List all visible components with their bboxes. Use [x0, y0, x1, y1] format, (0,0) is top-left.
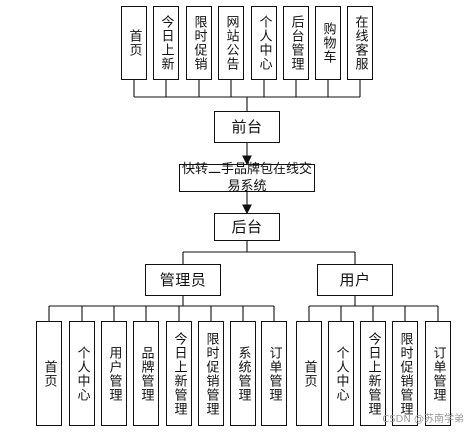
user-item-personal-center: 个人中心	[328, 321, 354, 426]
frontend-item-online-service: 在线客服	[347, 6, 373, 80]
system-node: 快转二手品牌包在线交易系统	[179, 162, 315, 194]
frontend-item-cart: 购物车	[315, 6, 341, 80]
admin-item-brand-management: 品牌管理	[133, 321, 159, 426]
frontend-item-backend-admin: 后台管理	[283, 6, 309, 80]
user-item-new-arrivals-management: 今日上新管理	[360, 321, 386, 426]
admin-item-order-management: 订单管理	[261, 321, 287, 426]
user-node: 用户	[317, 264, 393, 296]
frontend-item-flash-sale: 限时促销	[186, 6, 212, 80]
frontend-node: 前台	[214, 111, 280, 143]
frontend-item-personal-center: 个人中心	[251, 6, 277, 80]
admin-item-user-management: 用户管理	[101, 321, 127, 426]
backend-node: 后台	[214, 213, 280, 241]
admin-item-flash-sale-management: 限时促销管理	[198, 321, 224, 426]
system-node-label: 快转二手品牌包在线交易系统	[182, 162, 313, 194]
user-item-flash-sale-management: 限时促销管理	[392, 321, 418, 426]
admin-item-system-management: 系统管理	[230, 321, 256, 426]
frontend-item-home: 首页	[121, 6, 147, 80]
admin-item-personal-center: 个人中心	[69, 321, 95, 426]
user-item-home: 首页	[296, 321, 322, 426]
frontend-item-site-notice: 网站公告	[218, 6, 244, 80]
admin-node: 管理员	[145, 264, 221, 296]
admin-item-home: 首页	[36, 321, 62, 426]
admin-item-new-arrivals-management: 今日上新管理	[166, 321, 192, 426]
watermark: CSDN @苏南学弟	[382, 414, 464, 425]
frontend-item-new-arrivals: 今日上新	[153, 6, 179, 80]
user-item-order-management: 订单管理	[425, 321, 451, 426]
